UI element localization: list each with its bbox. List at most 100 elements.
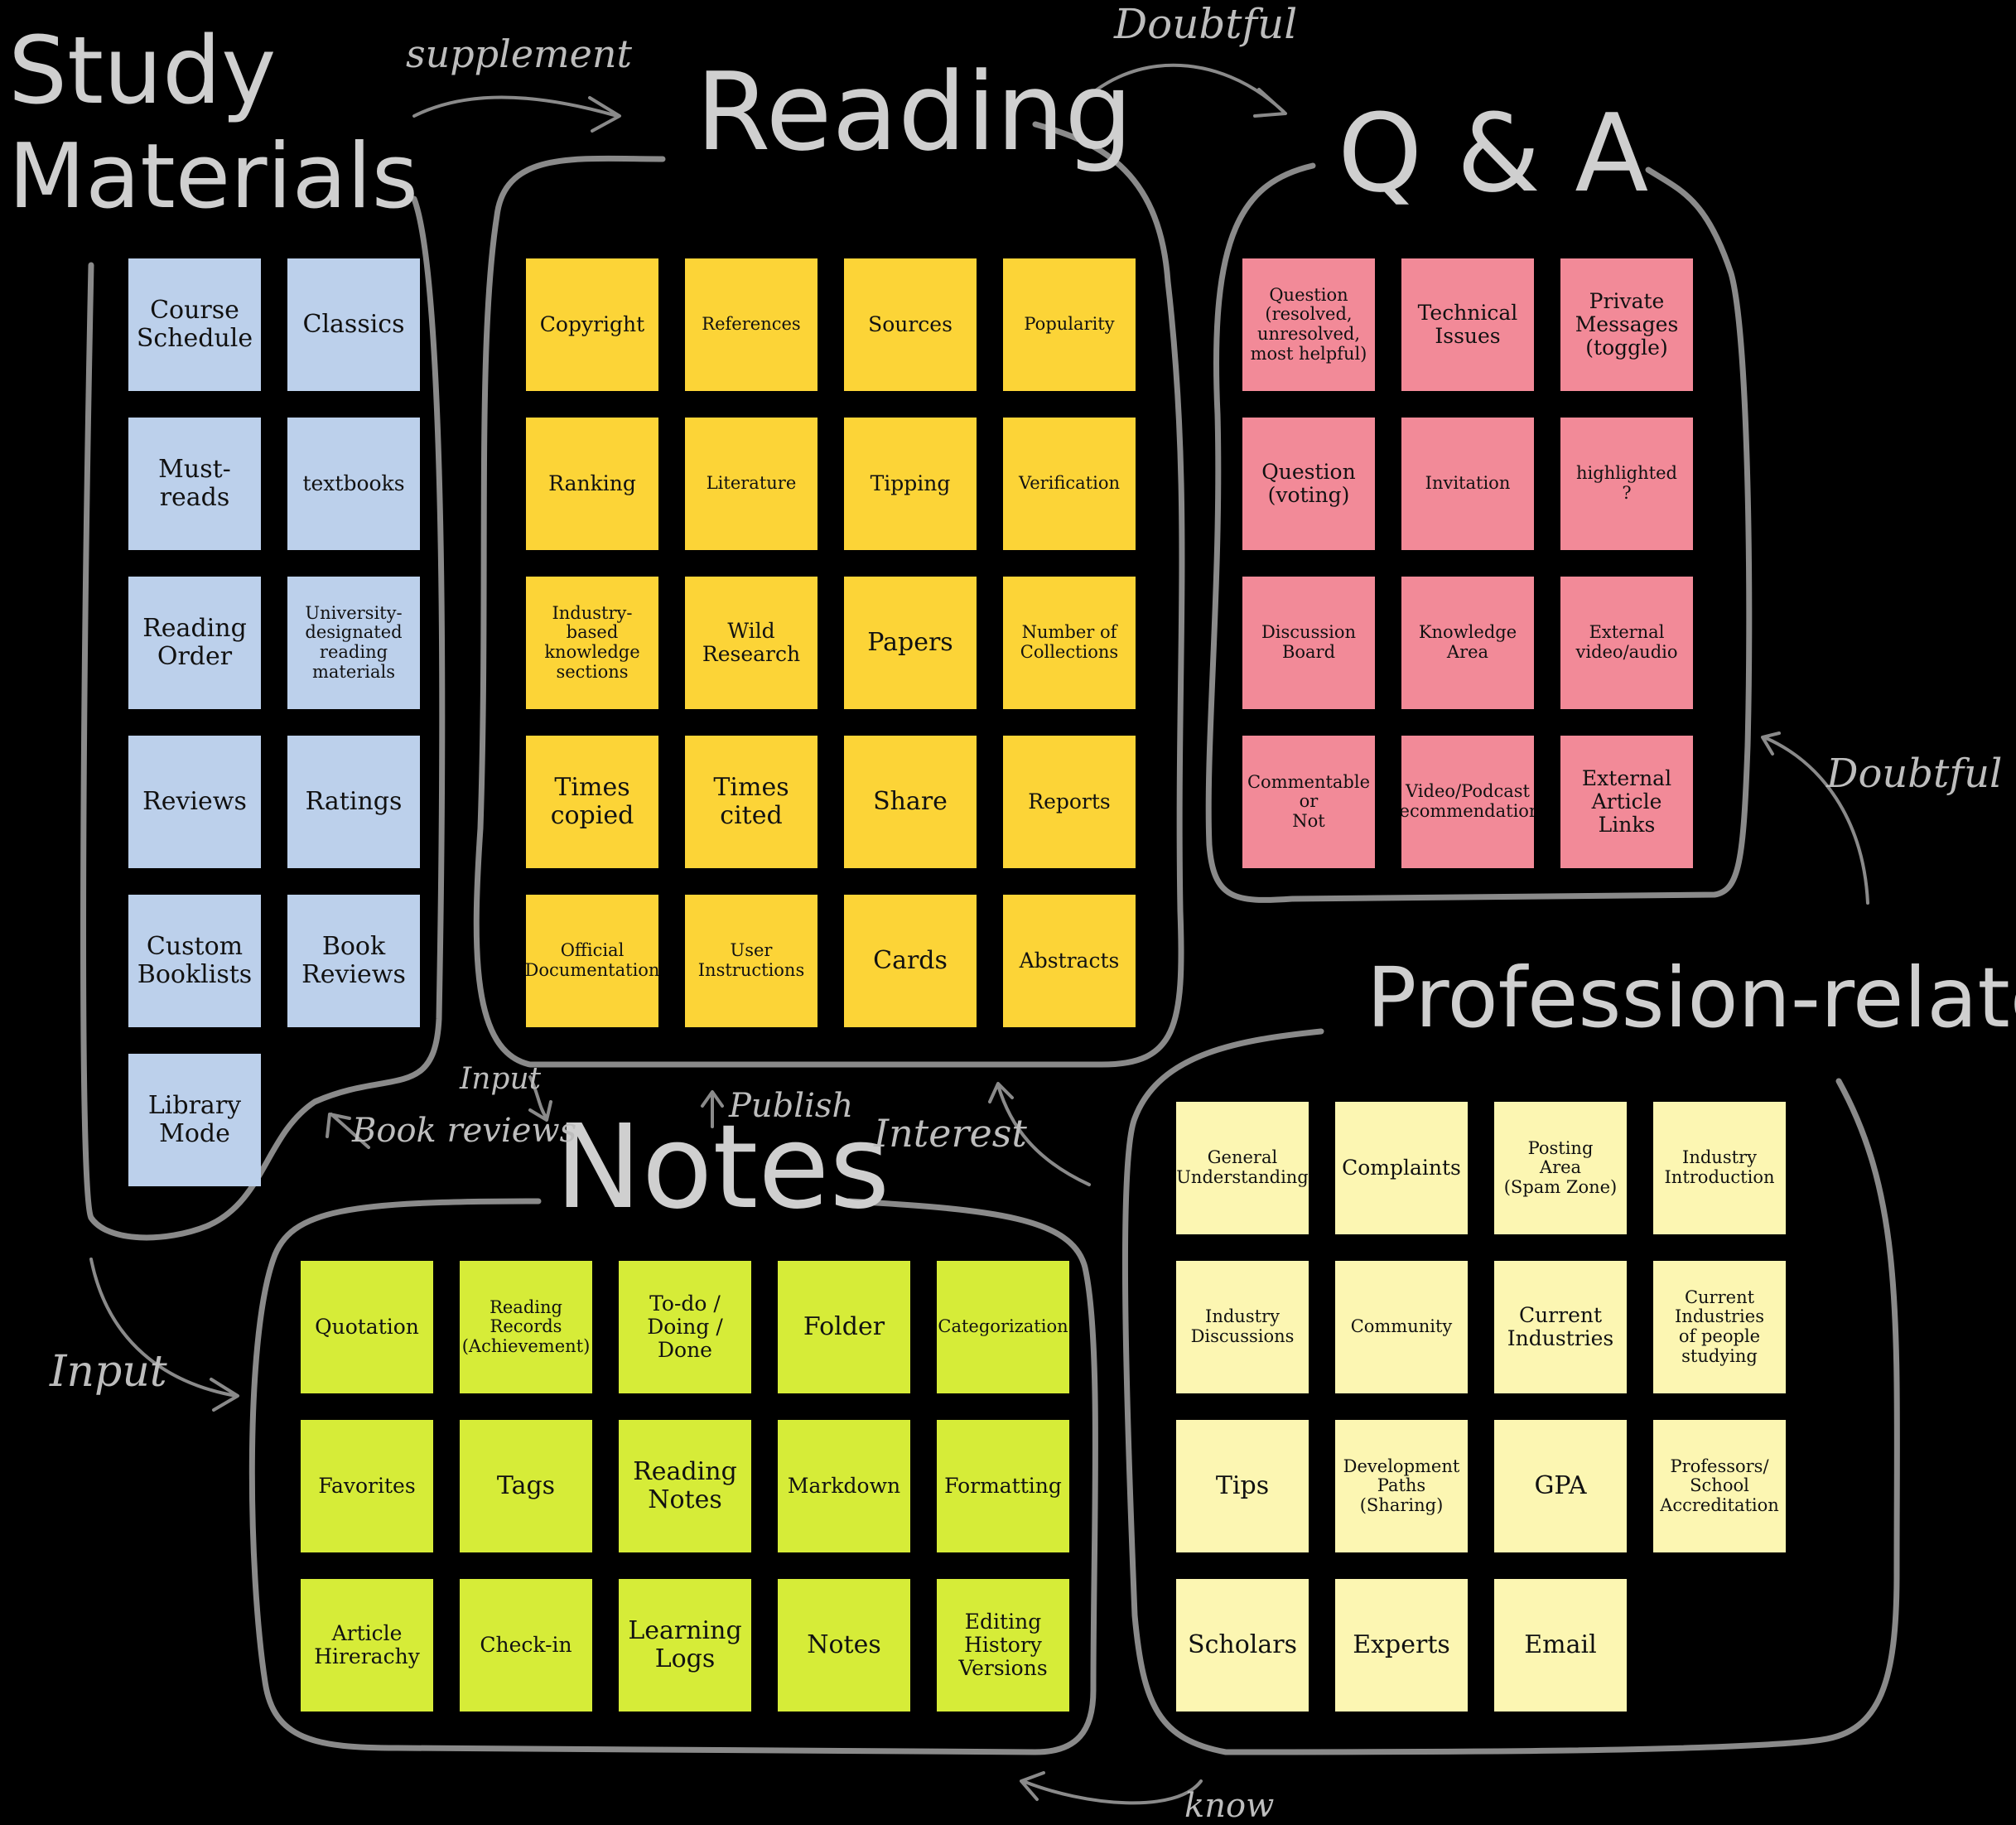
note-must-reads: Must- reads xyxy=(128,418,261,550)
note-check-in: Check-in xyxy=(460,1579,592,1712)
note-ranking: Ranking xyxy=(526,418,658,550)
note-book-reviews: Book Reviews xyxy=(287,895,420,1027)
arrow-input-left xyxy=(89,1258,239,1412)
note-ratings: Ratings xyxy=(287,736,420,868)
note-folder: Folder xyxy=(778,1261,910,1393)
note-tips: Tips xyxy=(1176,1420,1309,1552)
note-university-designated: University- designated reading materials xyxy=(287,577,420,709)
note-industry-introduction: Industry Introduction xyxy=(1653,1102,1786,1234)
annotation-know: know xyxy=(1184,1787,1275,1825)
note-papers: Papers xyxy=(844,577,977,709)
arrow-publish xyxy=(701,1090,724,1128)
note-industry-discussions: Industry Discussions xyxy=(1176,1261,1309,1393)
note-email: Email xyxy=(1494,1579,1627,1712)
note-external-article-links: External Article Links xyxy=(1560,736,1693,868)
note-formatting: Formatting xyxy=(937,1420,1069,1552)
note-highlighted: highlighted ? xyxy=(1560,418,1693,550)
note-video-podcast-recommendations: Video/Podcast Recommendations xyxy=(1401,736,1534,868)
note-number-of-collections: Number of Collections xyxy=(1003,577,1136,709)
annotation-supplement: supplement xyxy=(406,31,633,76)
note-current-industries: Current Industries xyxy=(1494,1261,1627,1393)
note-cards: Cards xyxy=(844,895,977,1027)
title-study-line2: Materials xyxy=(8,125,419,229)
note-general-understanding: General Understanding xyxy=(1176,1102,1309,1234)
note-wild-research: Wild Research xyxy=(685,577,817,709)
note-share: Share xyxy=(844,736,977,868)
arrow-know xyxy=(1020,1771,1203,1805)
annotation-input-left: Input xyxy=(50,1347,167,1397)
note-literature: Literature xyxy=(685,418,817,550)
annotation-doubtful-right: Doubtful xyxy=(1826,751,2003,797)
note-times-cited: Times cited xyxy=(685,736,817,868)
title-profession: Profession-related xyxy=(1367,949,2016,1046)
note-article-hierarchy: Article Hirerachy xyxy=(301,1579,433,1712)
note-reports: Reports xyxy=(1003,736,1136,868)
note-quotation: Quotation xyxy=(301,1261,433,1393)
note-tipping: Tipping xyxy=(844,418,977,550)
note-sources: Sources xyxy=(844,258,977,391)
note-reviews: Reviews xyxy=(128,736,261,868)
note-community: Community xyxy=(1335,1261,1468,1393)
annotation-doubtful-top: Doubtful xyxy=(1114,0,1298,48)
note-editing-history: Editing History Versions xyxy=(937,1579,1069,1712)
note-knowledge-area: Knowledge Area xyxy=(1401,577,1534,709)
arrow-book-reviews xyxy=(326,1113,370,1149)
note-posting-area: Posting Area (Spam Zone) xyxy=(1494,1102,1627,1234)
note-scholars: Scholars xyxy=(1176,1579,1309,1712)
title-reading: Reading xyxy=(696,49,1133,175)
arrow-doubtful-top xyxy=(1071,63,1287,118)
note-times-copied: Times copied xyxy=(526,736,658,868)
note-user-instructions: User Instructions xyxy=(685,895,817,1027)
note-question-voting: Question (voting) xyxy=(1242,418,1375,550)
note-commentable-or-not: Commentable or Not xyxy=(1242,736,1375,868)
note-tags: Tags xyxy=(460,1420,592,1552)
note-reading-notes: Reading Notes xyxy=(619,1420,751,1552)
note-library-mode: Library Mode xyxy=(128,1054,261,1186)
title-study-line1: Study xyxy=(8,17,277,125)
outline-reading xyxy=(473,121,1185,1068)
note-industry-based-knowledge: Industry- based knowledge sections xyxy=(526,577,658,709)
note-favorites: Favorites xyxy=(301,1420,433,1552)
annotation-interest: Interest xyxy=(874,1111,1027,1156)
note-verification: Verification xyxy=(1003,418,1136,550)
note-textbooks: textbooks xyxy=(287,418,420,550)
note-external-video-audio: External video/audio xyxy=(1560,577,1693,709)
note-markdown: Markdown xyxy=(778,1420,910,1552)
title-qa: Q & A xyxy=(1338,90,1649,216)
note-references: References xyxy=(685,258,817,391)
note-question-resolved: Question (resolved, unresolved, most hel… xyxy=(1242,258,1375,391)
outline-qa xyxy=(1205,162,1753,903)
note-reading-order: Reading Order xyxy=(128,577,261,709)
arrow-supplement xyxy=(412,95,621,133)
annotation-input-mid: Input xyxy=(460,1062,542,1096)
outline-notes xyxy=(248,1198,1098,1755)
note-learning-logs: Learning Logs xyxy=(619,1579,751,1712)
note-private-messages: Private Messages (toggle) xyxy=(1560,258,1693,391)
note-official-documentation: Official Documentation xyxy=(526,895,658,1027)
outline-profession xyxy=(1121,1028,1900,1755)
arrow-doubtful-right xyxy=(1761,731,1869,905)
title-notes: Notes xyxy=(555,1100,890,1235)
note-abstracts: Abstracts xyxy=(1003,895,1136,1027)
note-classics: Classics xyxy=(287,258,420,391)
note-course-schedule: Course Schedule xyxy=(128,258,261,391)
note-discussion-board: Discussion Board xyxy=(1242,577,1375,709)
note-professors-school-accreditation: Professors/ School Accreditation xyxy=(1653,1420,1786,1552)
note-invitation: Invitation xyxy=(1401,418,1534,550)
note-gpa: GPA xyxy=(1494,1420,1627,1552)
note-todo-doing-done: To-do / Doing / Done xyxy=(619,1261,751,1393)
note-complaints: Complaints xyxy=(1335,1102,1468,1234)
note-technical-issues: Technical Issues xyxy=(1401,258,1534,391)
arrow-input-mid xyxy=(528,1075,552,1122)
annotation-publish: Publish xyxy=(729,1087,854,1125)
arrow-interest xyxy=(988,1082,1091,1186)
note-development-paths: Development Paths (Sharing) xyxy=(1335,1420,1468,1552)
annotation-book-reviews: Book reviews xyxy=(352,1112,577,1150)
note-current-industries-people-studying: Current Industries of people studying xyxy=(1653,1261,1786,1393)
outline-study xyxy=(80,196,446,1241)
note-categorization: Categorization xyxy=(937,1261,1069,1393)
note-popularity: Popularity xyxy=(1003,258,1136,391)
note-custom-booklists: Custom Booklists xyxy=(128,895,261,1027)
note-reading-records: Reading Records (Achievement) xyxy=(460,1261,592,1393)
